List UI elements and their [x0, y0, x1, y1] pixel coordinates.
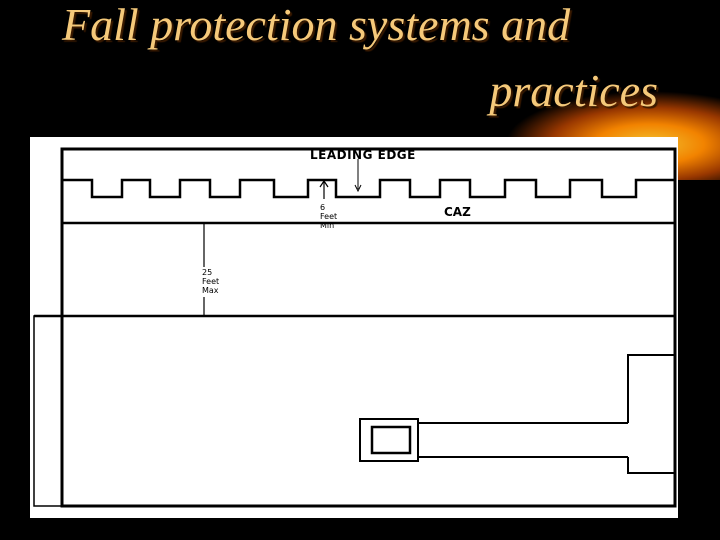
- twentyfive-feet-label: 25 Feet Max: [202, 268, 219, 295]
- leading-edge-label: LEADING EDGE: [310, 148, 416, 162]
- diagram-panel: LEADING EDGE CAZ 6 Feet Min 25 Feet Max: [30, 137, 678, 518]
- six-feet-qualifier: Min: [320, 221, 335, 230]
- lower-left-wall: [33, 315, 63, 507]
- arrowhead-up: [319, 179, 329, 188]
- caz-label: CAZ: [444, 205, 471, 219]
- twentyfive-feet-unit: Feet: [202, 277, 220, 286]
- equipment-inner: [370, 425, 412, 455]
- six-feet-label: 6 Feet Min: [320, 203, 337, 230]
- boom-end-block: [627, 354, 675, 474]
- six-feet-number: 6: [320, 203, 326, 212]
- leading-edge-profile: [62, 178, 675, 199]
- roof-plan-diagram: [33, 147, 677, 508]
- six-feet-unit: Feet: [320, 212, 338, 221]
- roof-outline: [60, 147, 677, 508]
- twentyfive-feet-qualifier: Max: [202, 286, 219, 295]
- slide-title-line-2: practices: [489, 65, 658, 116]
- arrowhead-down: [354, 184, 362, 193]
- equipment-outer: [359, 418, 419, 462]
- slide-title-line-1: Fall protection systems and: [62, 0, 571, 50]
- twentyfive-feet-number: 25: [202, 268, 213, 277]
